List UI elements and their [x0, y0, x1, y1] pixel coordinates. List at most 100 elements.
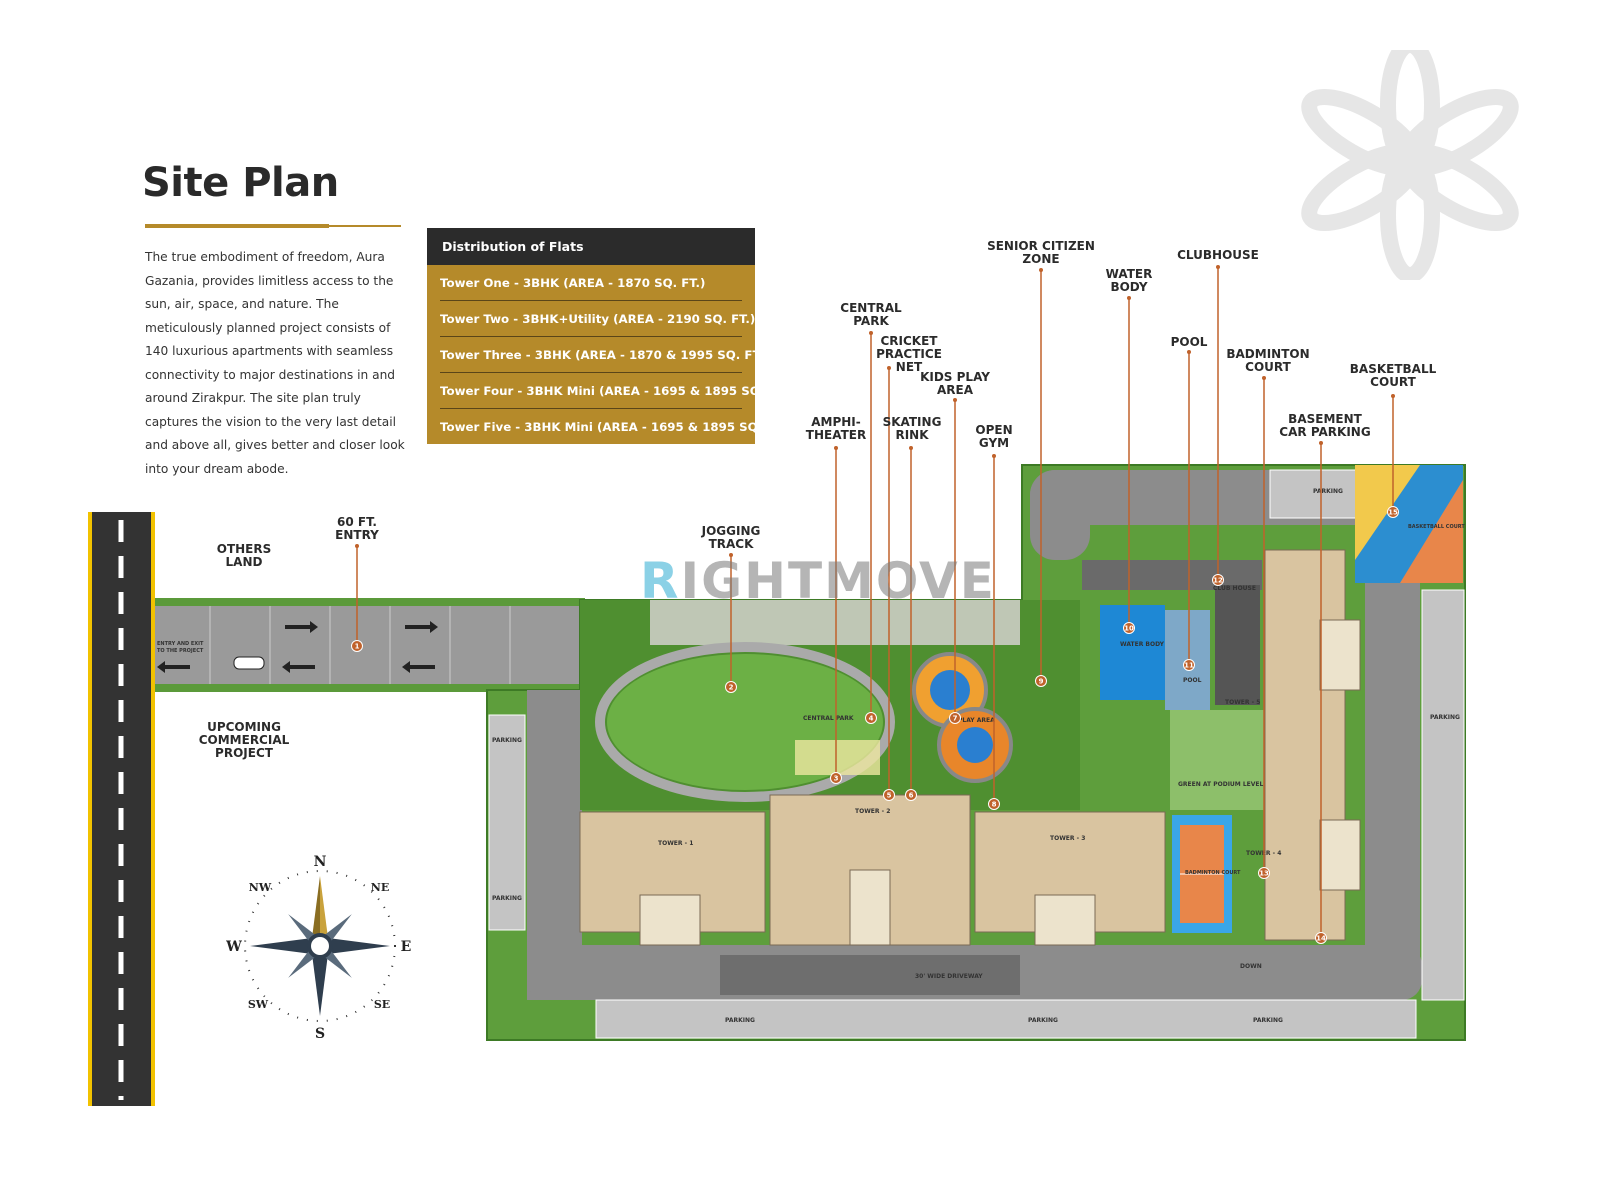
plan-label: PARKING [492, 737, 522, 744]
amenity-marker [1387, 506, 1399, 518]
towers [579, 549, 1361, 946]
amenity-marker [1035, 675, 1047, 687]
plan-label: TOWER - 3 [1050, 835, 1085, 842]
amenity-number: 6 [909, 792, 914, 800]
plan-label: ENTRY AND EXIT [157, 641, 204, 647]
amenity-number: 9 [1039, 678, 1044, 686]
plan-label: BASKETBALL COURT [1408, 524, 1465, 530]
callout-label: 60 FT. ENTRY [335, 515, 379, 542]
flats-row: Tower Three - 3BHK (AREA - 1870 & 1995 S… [440, 337, 769, 373]
callout-dot [1262, 376, 1266, 380]
upcoming-commercial-label: UPCOMING COMMERCIAL PROJECT [198, 720, 290, 760]
amphitheater [795, 740, 880, 775]
amenity-marker [1212, 574, 1224, 586]
callout-dot [1391, 394, 1395, 398]
callout-dot [869, 331, 873, 335]
amenity-marker [1183, 659, 1195, 671]
flats-table-header: Distribution of Flats [427, 228, 755, 265]
plan-label: TO THE PROJECT [157, 648, 204, 654]
callout-label: AMPHI- THEATER [805, 415, 867, 442]
flats-distribution-table: Distribution of Flats Tower One - 3BHK (… [427, 228, 793, 444]
callout-dot [355, 544, 359, 548]
compass-e: E [401, 939, 412, 955]
amenity-number: 5 [887, 792, 892, 800]
callout-label: WATER BODY [1105, 267, 1153, 294]
amenity-number: 3 [834, 775, 839, 783]
callout-dot [1187, 350, 1191, 354]
callout-dot [953, 398, 957, 402]
compass-ne: NE [371, 881, 389, 894]
kids-play-area: PLAY AREA [912, 652, 1013, 783]
plan-label: PARKING [1430, 714, 1460, 721]
paved-walk [650, 600, 1020, 645]
intro-paragraph: The true embodiment of freedom, Aura Gaz… [145, 250, 405, 476]
plan-label: TOWER - 5 [1225, 699, 1260, 706]
callout-label: CRICKET PRACTICE NET [876, 334, 942, 374]
amenity-number: 10 [1124, 625, 1134, 633]
plan-label: CENTRAL PARK [803, 715, 854, 722]
amenity-number: 15 [1388, 509, 1398, 517]
amenity-marker [725, 681, 737, 693]
plan-label: POOL [1183, 677, 1202, 684]
callout-dot [1216, 265, 1220, 269]
plan-label: TOWER - 2 [855, 808, 890, 815]
amenity-marker [1315, 932, 1327, 944]
plan-label: DOWN [1240, 963, 1262, 970]
callout-dot [729, 553, 733, 557]
callout-label: BADMINTON COURT [1226, 347, 1310, 374]
entry-road: ENTRY AND EXIT TO THE PROJECT [155, 598, 585, 692]
amenity-marker [1258, 867, 1270, 879]
flats-row: Tower One - 3BHK (AREA - 1870 SQ. FT.) [440, 265, 742, 301]
callout-label: CLUBHOUSE [1177, 248, 1259, 262]
amenity-marker [988, 798, 1000, 810]
title-underline-accent [145, 224, 329, 228]
compass-nw: NW [249, 881, 272, 894]
callout-label: POOL [1170, 335, 1208, 349]
amenity-marker [883, 789, 895, 801]
plan-label: GREEN AT PODIUM LEVEL [1178, 781, 1264, 788]
plan-label: PARKING [1313, 488, 1343, 495]
compass-s: S [315, 1026, 325, 1042]
callout-label: CENTRAL PARK [840, 301, 902, 328]
amenity-number: 4 [869, 715, 874, 723]
plan-label: WATER BODY [1120, 641, 1165, 648]
driveway [720, 955, 1020, 995]
amenity-marker [1123, 622, 1135, 634]
amenity-marker [351, 640, 363, 652]
badminton-court: BADMINTON COURT [1172, 815, 1241, 933]
flats-row: Tower Five - 3BHK Mini (AREA - 1695 & 18… [440, 420, 791, 434]
page-title: Site Plan [142, 160, 339, 206]
amenity-number: 8 [992, 801, 997, 809]
plan-label: BADMINTON COURT [1185, 870, 1241, 876]
amenity-number: 13 [1259, 870, 1269, 878]
clubhouse-area: CLUB HOUSE WATER BODY POOL TOWER - 5 [1082, 560, 1262, 710]
basketball-court: BASKETBALL COURT [1355, 465, 1465, 583]
amenity-number: 14 [1316, 935, 1326, 943]
amenity-marker [865, 712, 877, 724]
amenity-marker [905, 789, 917, 801]
rightmove-watermark: RIGHTMOVE [640, 552, 996, 610]
callout-dot [1039, 268, 1043, 272]
callout-dot [909, 446, 913, 450]
plan-label: PARKING [1028, 1017, 1058, 1024]
amenity-number: 2 [729, 684, 734, 692]
others-land-label: OTHERS LAND [216, 542, 272, 569]
compass-w: W [225, 939, 242, 955]
main-road [88, 512, 155, 1106]
parking-strips [488, 469, 1465, 1039]
plan-label: PARKING [725, 1017, 755, 1024]
amenity-number: 7 [953, 715, 958, 723]
flats-row: Tower Two - 3BHK+Utility (AREA - 2190 SQ… [440, 301, 755, 337]
callout-label: JOGGING TRACK [701, 524, 761, 551]
flats-row: Tower Four - 3BHK Mini (AREA - 1695 & 18… [440, 373, 793, 409]
compass-n: N [314, 854, 327, 870]
amenity-marker [949, 712, 961, 724]
callout-label: SENIOR CITIZEN ZONE [987, 239, 1095, 266]
plan-label: TOWER - 1 [658, 840, 693, 847]
plan-label: 30' WIDE DRIVEWAY [915, 973, 983, 980]
plan-label: CLUB HOUSE [1213, 585, 1256, 592]
plan-label: PARKING [492, 895, 522, 902]
compass-se: SE [374, 998, 390, 1011]
plan-label: PLAY AREA [958, 717, 995, 724]
